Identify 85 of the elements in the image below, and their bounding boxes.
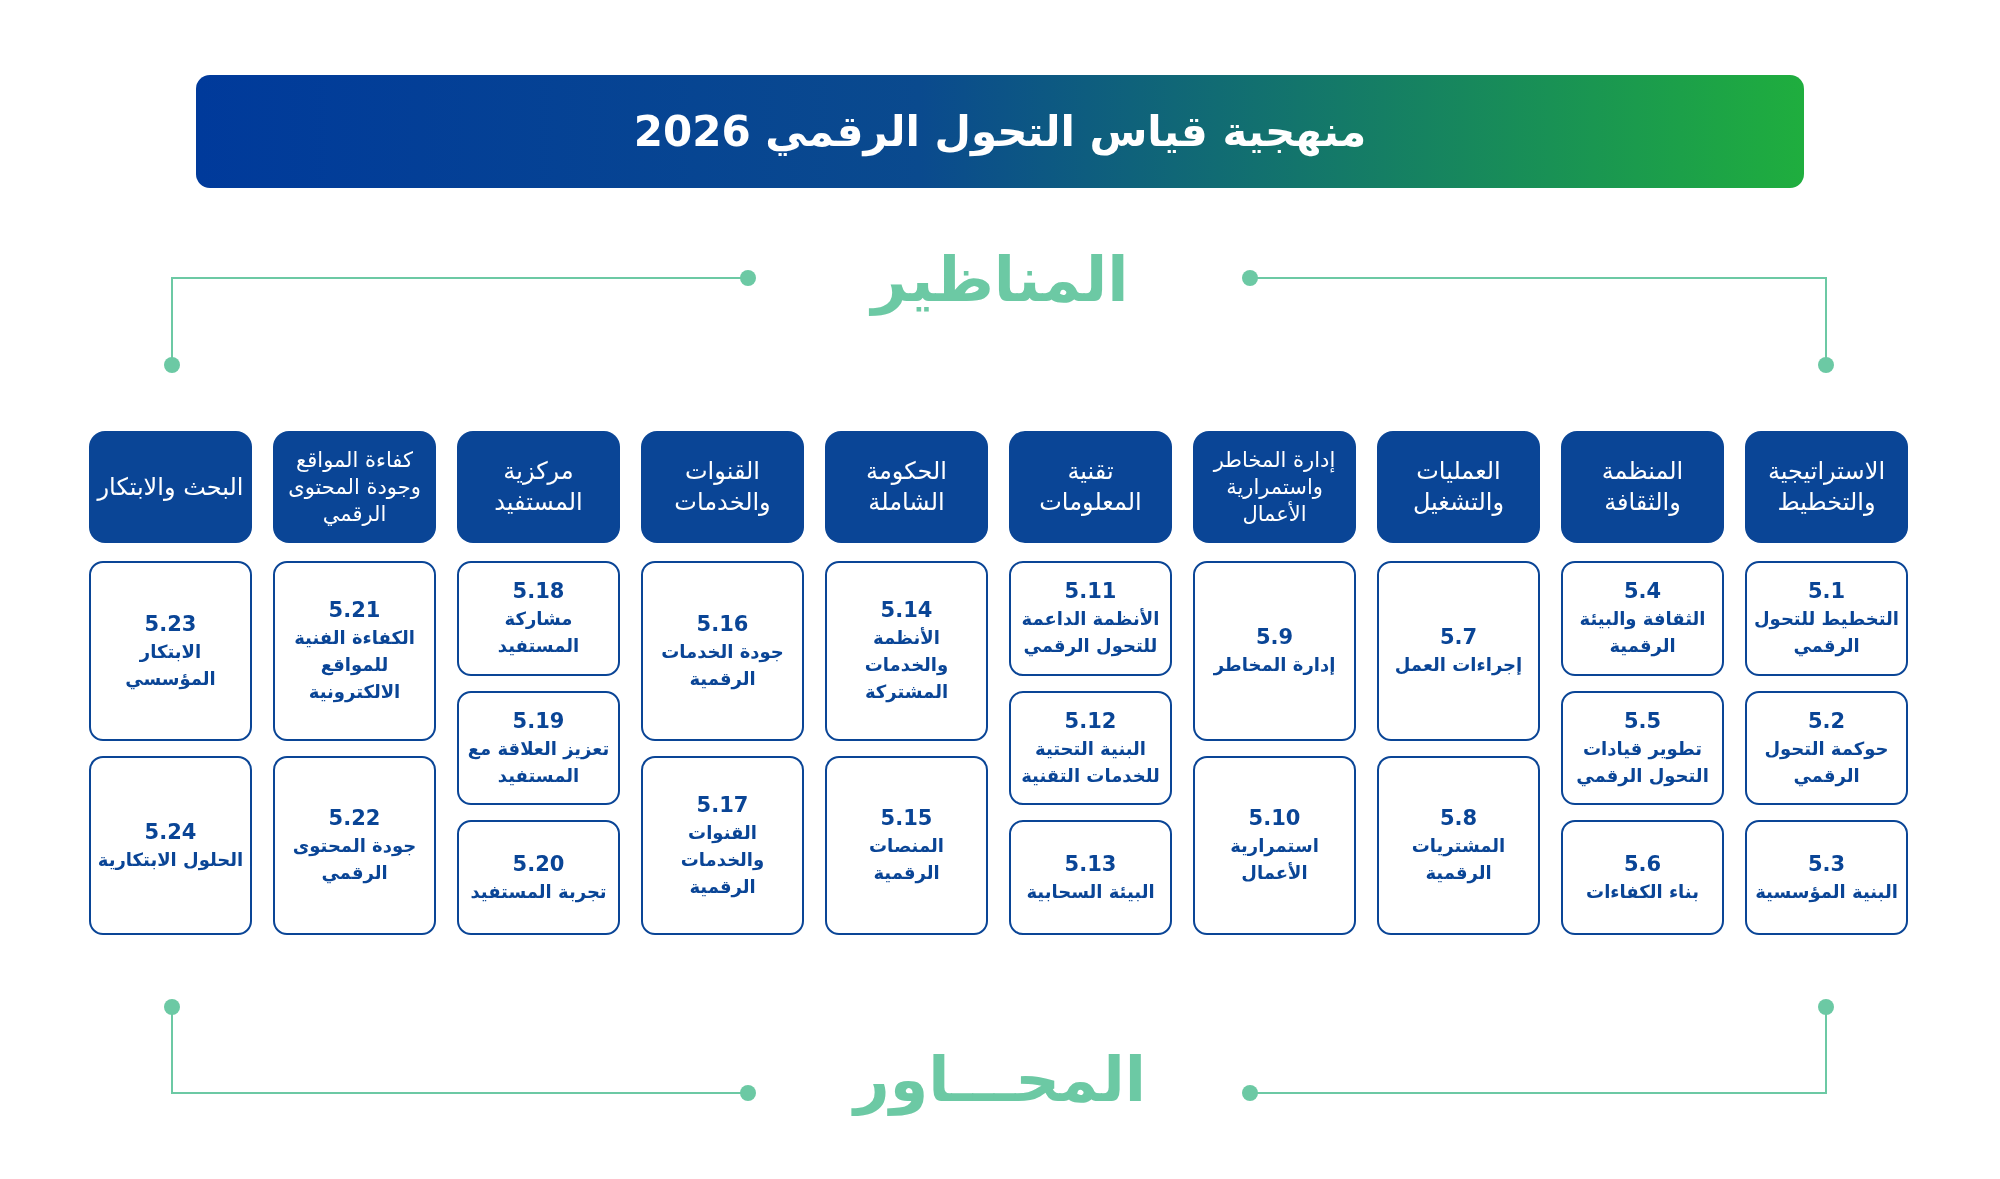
item-card (1561, 820, 1724, 935)
item-title: إدارة المخاطر (1213, 653, 1336, 678)
item-card (457, 561, 620, 676)
item-title: استمرارية الأعمال (1229, 834, 1320, 886)
item-number: 5.23 (144, 610, 197, 638)
item-number: 5.16 (696, 610, 749, 638)
category-header: إدارة المخاطر واستمرارية الأعمال (1193, 431, 1356, 543)
item-card (825, 561, 988, 741)
item-title: البنية المؤسسية (1755, 880, 1898, 905)
item-number: 5.8 (1439, 805, 1478, 833)
category-header: الحكومة الشاملة (825, 431, 988, 543)
item-number: 5.21 (328, 597, 381, 625)
item-title: التخطيط للتحول الرقمي (1753, 607, 1900, 659)
item-number: 5.4 (1623, 578, 1662, 606)
section-heading: المحـــاور (700, 1040, 1300, 1120)
item-title: جودة المحتوى الرقمي (291, 834, 418, 886)
category-header: كفاءة المواقع وجودة المحتوى الرقمي (273, 431, 436, 543)
item-title: البيئة السحابية (1026, 880, 1155, 905)
item-title: الابتكار المؤسسي (124, 639, 217, 692)
item-title: الكفاءة الفنية للمواقع الالكترونية (293, 626, 416, 705)
item-card (457, 690, 620, 806)
item-number: 5.13 (1064, 851, 1117, 879)
item-number: 5.9 (1255, 624, 1294, 652)
item-title: تعزيز العلاقة مع المستفيد (466, 737, 611, 788)
item-title: المنصات الرقمية (868, 834, 945, 886)
item-title: جودة الخدمات الرقمية (660, 639, 785, 692)
item-card (1745, 690, 1908, 806)
item-number: 5.20 (512, 851, 565, 879)
item-number: 5.14 (880, 597, 933, 625)
item-card (1193, 755, 1356, 935)
item-number: 5.24 (144, 818, 197, 846)
category-header: الاستراتيجية والتخطيط (1745, 431, 1908, 543)
item-title: الثقافة والبيئة الرقمية (1578, 607, 1707, 659)
item-number: 5.19 (512, 708, 565, 735)
category-header: القنوات والخدمات (641, 431, 804, 543)
item-card (273, 561, 436, 741)
item-title: القنوات والخدمات الرقمية (679, 820, 766, 900)
item-card (457, 820, 620, 935)
category-header: العمليات والتشغيل (1377, 431, 1540, 543)
item-card (273, 755, 436, 935)
item-number: 5.6 (1623, 851, 1662, 879)
category-header: تقنية المعلومات (1009, 431, 1172, 543)
category-header: المنظمة والثقافة (1561, 431, 1724, 543)
item-title: إجراءات العمل (1394, 653, 1523, 678)
item-card (1745, 820, 1908, 935)
section-heading: المناظير (868, 242, 1130, 318)
item-card (1377, 755, 1540, 935)
item-title: المشتريات الرقمية (1410, 834, 1507, 886)
item-card (1561, 561, 1724, 676)
item-card (1745, 561, 1908, 676)
category-header: مركزية المستفيد (457, 431, 620, 543)
item-card (641, 561, 804, 741)
item-card (825, 755, 988, 935)
item-title: الأنظمة والخدمات المشتركة (863, 626, 950, 705)
item-card (89, 561, 252, 741)
item-card (1193, 561, 1356, 741)
item-number: 5.7 (1439, 624, 1478, 652)
title-banner: منهجية قياس التحول الرقمي 2026 (196, 75, 1804, 188)
item-number: 5.5 (1623, 708, 1662, 735)
item-card (89, 755, 252, 935)
item-number: 5.10 (1248, 805, 1301, 833)
item-card (1009, 690, 1172, 806)
item-card (1009, 820, 1172, 935)
item-card (641, 755, 804, 935)
category-header: البحث والابتكار (89, 431, 252, 543)
item-number: 5.12 (1064, 708, 1117, 735)
item-card (1009, 561, 1172, 676)
item-title: الحلول الابتكارية (97, 847, 244, 873)
item-number: 5.2 (1807, 708, 1846, 735)
item-title: بناء الكفاءات (1586, 880, 1699, 905)
item-number: 5.17 (696, 791, 749, 819)
item-title: البنية التحتية للخدمات التقنية (1020, 737, 1161, 788)
item-card (1561, 690, 1724, 806)
item-card (1377, 561, 1540, 741)
item-title: حوكمة التحول الرقمي (1763, 737, 1890, 789)
item-number: 5.18 (512, 578, 565, 606)
item-number: 5.22 (328, 805, 381, 833)
item-title: الأنظمة الداعمة للتحول الرقمي (1020, 607, 1161, 659)
item-title: مشاركة المستفيد (496, 607, 581, 659)
item-number: 5.3 (1807, 851, 1846, 879)
item-title: تجربة المستفيد (470, 880, 607, 905)
item-title: تطوير قيادات التحول الرقمي (1575, 737, 1710, 789)
item-number: 5.11 (1064, 578, 1117, 606)
item-number: 5.1 (1807, 578, 1846, 606)
item-number: 5.15 (880, 805, 933, 833)
